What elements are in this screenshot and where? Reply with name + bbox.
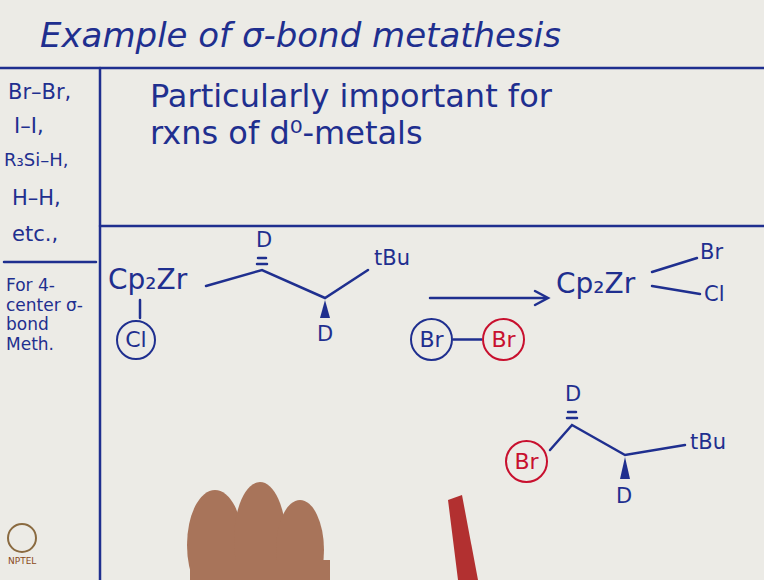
atom-text: Br: [419, 329, 443, 351]
atom-label: D: [256, 228, 272, 252]
circled-atom: Br: [482, 318, 525, 361]
rule-line: [100, 225, 764, 228]
metal-fragment: Cp₂Zr: [108, 264, 187, 296]
bond-line: [453, 338, 482, 341]
reagent-label: Br–Br,: [8, 80, 71, 104]
side-note: For 4-center σ-bond Meth.: [6, 276, 96, 354]
alkyl-chain: [550, 425, 685, 455]
wedge-bond: [320, 300, 330, 318]
atom-text: Cl: [125, 329, 146, 351]
hash-bond: [568, 411, 576, 414]
hash-bond: [258, 257, 266, 260]
reagent-label: R₃Si–H,: [4, 150, 68, 171]
heading-note: Particularly important for rxns of d⁰-me…: [150, 78, 630, 152]
alkyl-chain: [206, 270, 368, 298]
hand: [187, 482, 330, 580]
marker-pen: [448, 495, 478, 580]
atom-label: D: [565, 382, 581, 406]
atom-label: Br: [700, 240, 723, 264]
circled-atom: Br: [505, 440, 548, 483]
rule-line: [0, 67, 764, 70]
atom-text: Br: [514, 451, 538, 473]
bond-line: [139, 300, 142, 318]
atom-label: D: [317, 322, 333, 346]
reagent-label: I–I,: [14, 114, 44, 138]
rule-line: [99, 68, 102, 580]
atom-label: Cl: [704, 282, 725, 306]
circled-atom: Cl: [116, 320, 156, 360]
hash-bond: [567, 417, 577, 420]
reagent-label: etc.,: [12, 222, 58, 246]
circled-atom: Br: [410, 318, 453, 361]
title: Example of σ-bond metathesis: [40, 16, 561, 55]
bond-line: [652, 258, 697, 272]
bond-connector: [453, 339, 482, 340]
reagent-label: H–H,: [12, 186, 61, 210]
group-label: tBu: [374, 246, 410, 270]
atom-label: D: [616, 484, 632, 508]
reaction-arrow: [430, 297, 545, 300]
bond-line: [652, 286, 700, 294]
logo-circle: [8, 524, 36, 552]
group-label: tBu: [690, 430, 726, 454]
rule-line: [4, 261, 96, 264]
wedge-bond: [620, 457, 630, 479]
metal-fragment: Cp₂Zr: [556, 268, 635, 300]
hash-bond: [257, 263, 267, 266]
arrow-head: [535, 291, 548, 305]
atom-text: Br: [491, 329, 515, 351]
logo-text: NPTEL: [8, 556, 36, 566]
